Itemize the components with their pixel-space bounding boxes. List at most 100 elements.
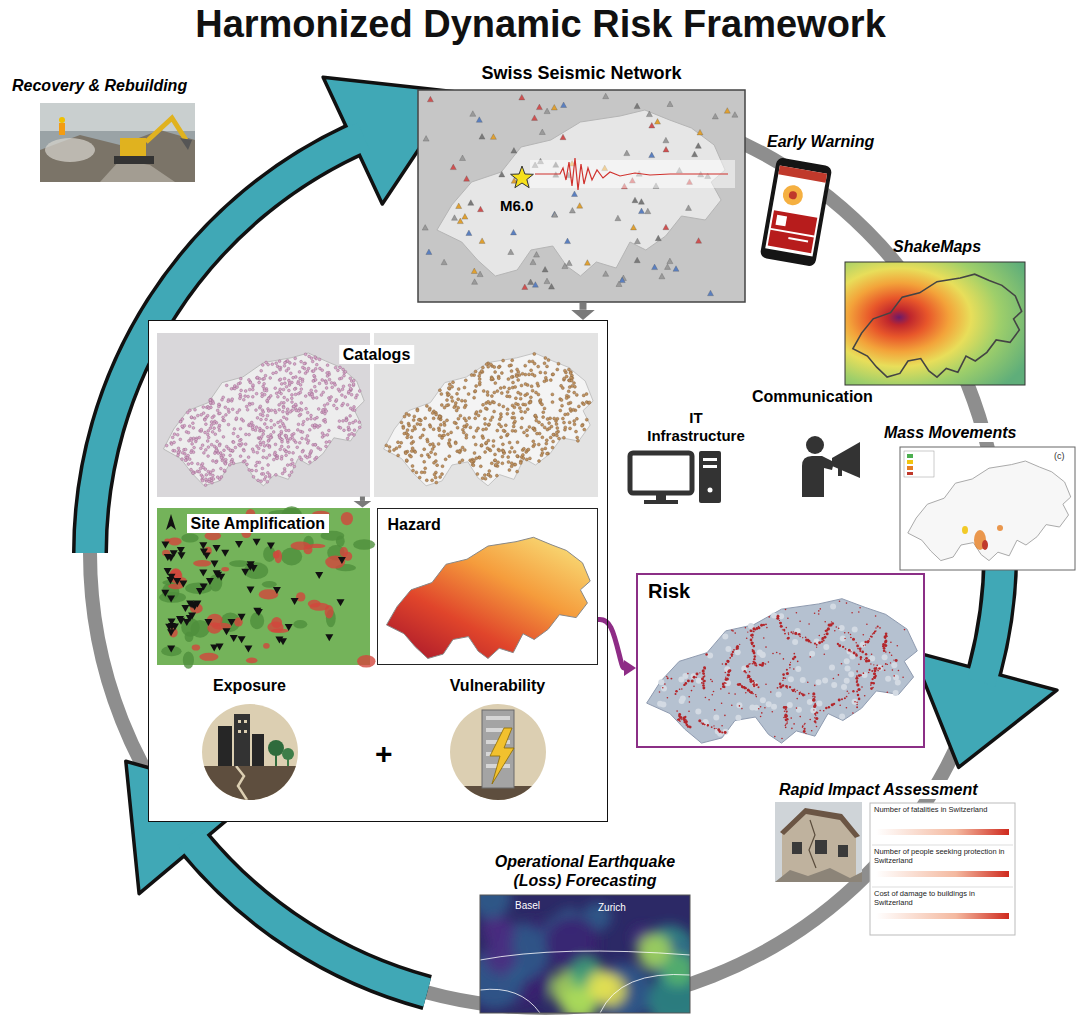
event-dot xyxy=(444,458,447,461)
risk-dot xyxy=(681,719,682,720)
event-dot xyxy=(533,352,536,355)
event-dot xyxy=(397,441,400,444)
megaphone-person-icon xyxy=(806,436,824,454)
risk-dot xyxy=(752,650,755,653)
event-dot xyxy=(292,405,295,408)
event-dot xyxy=(314,443,317,446)
event-dot xyxy=(533,429,536,432)
exposure-icon xyxy=(200,704,300,806)
amplification-patch xyxy=(340,547,348,557)
event-dot xyxy=(450,396,453,399)
risk-dot xyxy=(702,669,705,672)
event-dot xyxy=(569,408,572,411)
event-dot xyxy=(522,447,525,450)
event-dot xyxy=(519,461,522,464)
event-dot xyxy=(296,429,299,432)
station-marker xyxy=(652,264,658,270)
exposure-icon xyxy=(268,740,284,756)
event-dot xyxy=(581,423,584,426)
event-dot xyxy=(321,369,324,372)
event-dot xyxy=(487,473,490,476)
event-dot xyxy=(423,460,426,463)
station-marker xyxy=(638,199,644,205)
station-triangle xyxy=(178,552,186,559)
event-dot xyxy=(349,415,352,418)
event-dot xyxy=(270,419,273,422)
event-dot xyxy=(321,379,324,382)
event-dot xyxy=(314,367,317,370)
event-dot xyxy=(345,419,348,422)
risk-dot xyxy=(848,693,849,694)
event-dot xyxy=(202,406,205,409)
risk-dot xyxy=(752,637,754,639)
event-dot xyxy=(494,464,497,467)
event-dot xyxy=(552,433,555,436)
event-dot xyxy=(348,390,351,393)
event-dot xyxy=(402,426,405,429)
event-dot xyxy=(503,386,506,389)
event-dot xyxy=(191,462,194,465)
station-marker xyxy=(460,155,466,161)
event-dot xyxy=(502,450,505,453)
terrain-shade xyxy=(810,707,816,713)
event-dot xyxy=(485,427,488,430)
event-dot xyxy=(262,414,265,417)
event-dot xyxy=(342,420,345,423)
event-dot xyxy=(408,424,411,427)
risk-dot xyxy=(752,663,754,665)
station-marker xyxy=(649,123,655,129)
event-dot xyxy=(326,402,329,405)
event-dot xyxy=(420,471,423,474)
event-dot xyxy=(220,467,223,470)
risk-dot xyxy=(833,703,835,705)
event-dot xyxy=(524,403,527,406)
exposure-icon xyxy=(234,714,250,766)
event-dot xyxy=(528,360,531,363)
event-dot xyxy=(283,377,286,380)
event-dot xyxy=(271,363,274,366)
event-dot xyxy=(521,372,524,375)
risk-dot xyxy=(702,687,705,690)
event-dot xyxy=(403,415,406,418)
station-marker xyxy=(522,284,528,290)
station-marker xyxy=(695,143,701,149)
event-dot xyxy=(215,461,218,464)
station-marker xyxy=(544,278,550,284)
terrain-shade xyxy=(882,654,888,660)
event-dot xyxy=(507,456,510,459)
event-dot xyxy=(555,423,558,426)
event-dot xyxy=(519,393,522,396)
event-dot xyxy=(385,444,388,447)
event-dot xyxy=(248,469,251,472)
event-dot xyxy=(484,477,487,480)
station-marker xyxy=(423,136,429,142)
event-dot xyxy=(481,366,484,369)
event-dot xyxy=(517,378,520,381)
amplification-patch xyxy=(353,539,375,550)
station-triangle xyxy=(161,542,169,549)
risk-dot xyxy=(826,632,829,635)
event-dot xyxy=(220,476,223,479)
event-dot xyxy=(290,471,293,474)
event-dot xyxy=(276,457,279,460)
event-dot xyxy=(441,473,444,476)
amplification-patch xyxy=(221,567,229,571)
event-dot xyxy=(493,391,496,394)
terrain-shade xyxy=(809,651,815,657)
event-dot xyxy=(311,360,314,363)
event-dot xyxy=(571,384,574,387)
event-dot xyxy=(508,395,511,398)
event-dot xyxy=(322,409,325,412)
risk-dot xyxy=(760,624,763,627)
terrain-shade xyxy=(796,707,802,713)
event-dot xyxy=(293,388,296,391)
event-dot xyxy=(429,443,432,446)
risk-dot xyxy=(723,686,725,688)
terrain-shade xyxy=(845,666,851,672)
risk-dot xyxy=(857,688,860,691)
risk-dot xyxy=(758,686,760,688)
event-dot xyxy=(556,427,559,430)
event-dot xyxy=(582,403,585,406)
station-marker xyxy=(712,113,718,119)
event-dot xyxy=(512,381,515,384)
